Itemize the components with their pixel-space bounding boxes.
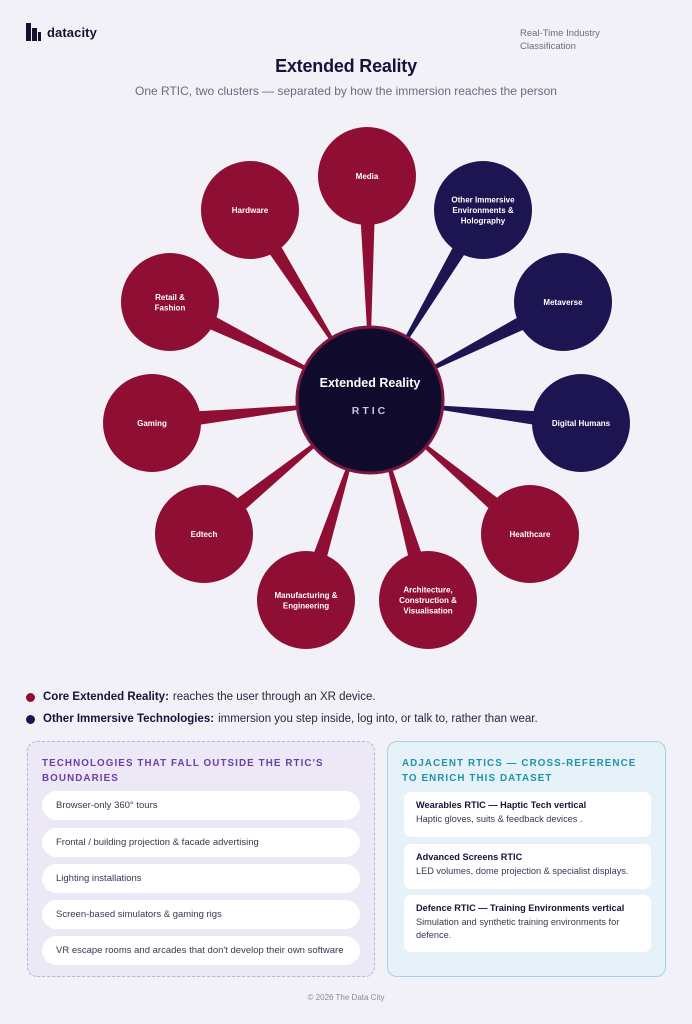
- card-desc: Simulation and synthetic training enviro…: [416, 917, 620, 940]
- node-label: Media: [356, 172, 379, 181]
- connector-spoke: [403, 243, 467, 342]
- outside-item: Browser-only 360° tours: [42, 791, 360, 820]
- node-circle: [318, 127, 416, 225]
- card-desc: Haptic gloves, suits & feedback devices …: [416, 814, 583, 824]
- legend-item-other: Other Immersive Technologies: immersion …: [26, 708, 538, 730]
- outside-item: VR escape rooms and arcades that don't d…: [42, 936, 360, 965]
- node-label: Digital Humans: [552, 419, 611, 428]
- panel-heading: Adjacent RTICs — cross-reference to enri…: [402, 758, 637, 784]
- legend-dot-core: [26, 692, 35, 702]
- page-subtitle: One RTIC, two clusters — separated by ho…: [135, 84, 557, 98]
- node-label: Healthcare: [510, 530, 551, 539]
- card-title: Defence RTIC — Training Environments ver…: [416, 903, 625, 913]
- connector-spoke: [387, 465, 423, 561]
- legend-text: immersion you step inside, log into, or …: [218, 713, 538, 725]
- connector-spoke: [267, 242, 335, 343]
- legend-title: Core Extended Reality:: [43, 691, 169, 703]
- node-label: Gaming: [137, 419, 167, 428]
- node-label: Architecture,Construction &Visualisation: [399, 586, 457, 616]
- connector-spoke: [194, 405, 302, 426]
- outside-item: Frontal / building projection & facade a…: [42, 828, 360, 857]
- adjacent-rtics-panel: Adjacent RTICs — cross-reference to enri…: [387, 741, 666, 977]
- legend-item-core: Core Extended Reality: reaches the user …: [26, 686, 538, 708]
- card-desc: LED volumes, dome projection & specialis…: [416, 866, 629, 876]
- card-title: Wearables RTIC — Haptic Tech vertical: [416, 800, 587, 810]
- logo-text: datacity: [47, 24, 97, 40]
- hub-subtitle: RTIC: [352, 405, 389, 417]
- node-label: Retail &Fashion: [155, 293, 186, 313]
- connector-spoke: [312, 465, 351, 562]
- adjacent-card: Wearables RTIC — Haptic Tech vertical Ha…: [404, 792, 651, 837]
- legend-dot-other: [26, 714, 35, 724]
- legend-text: reaches the user through an XR device.: [172, 691, 376, 703]
- node-circle: [155, 485, 253, 583]
- card-title: Advanced Screens RTIC: [416, 852, 523, 862]
- node-circle: [481, 485, 579, 583]
- node-label: Hardware: [232, 206, 269, 215]
- connector-spoke: [205, 314, 309, 372]
- node-circle: [103, 374, 201, 472]
- connector-spoke: [438, 405, 539, 426]
- legend: Core Extended Reality: reaches the user …: [26, 686, 538, 730]
- node-label: Manufacturing &Engineering: [274, 591, 337, 611]
- node-circle: [201, 161, 299, 259]
- page-title: Extended Reality: [275, 56, 417, 76]
- panel-heading: Technologies that fall outside the RTIC'…: [42, 758, 324, 784]
- hub-title: Extended Reality: [320, 376, 421, 390]
- adjacent-card: Advanced Screens RTIC LED volumes, dome …: [404, 844, 651, 889]
- node-circle: [121, 253, 219, 351]
- rtic-label: Real-Time Industry Classification: [520, 28, 600, 52]
- hub-circle: [295, 325, 445, 475]
- outside-item: Lighting installations: [42, 864, 360, 893]
- outside-item: Screen-based simulators & gaming rigs: [42, 900, 360, 929]
- connector-spoke: [421, 442, 502, 512]
- node-label: Metaverse: [543, 298, 583, 307]
- node-circle: [434, 161, 532, 259]
- node-circle: [514, 253, 612, 351]
- outside-boundaries-panel: Technologies that fall outside the RTIC'…: [27, 741, 375, 977]
- building-icon: [26, 23, 41, 41]
- footer: © 2026 The Data City: [307, 993, 385, 1002]
- node-label: Edtech: [191, 530, 218, 539]
- node-circle: [379, 551, 477, 649]
- node-circle: [532, 374, 630, 472]
- adjacent-card: Defence RTIC — Training Environments ver…: [404, 895, 651, 952]
- connector-spoke: [360, 218, 375, 331]
- legend-title: Other Immersive Technologies:: [43, 713, 215, 725]
- connector-spoke: [233, 441, 318, 513]
- node-circle: [257, 551, 355, 649]
- brand-logo: datacity: [26, 23, 97, 41]
- connector-spoke: [430, 315, 528, 371]
